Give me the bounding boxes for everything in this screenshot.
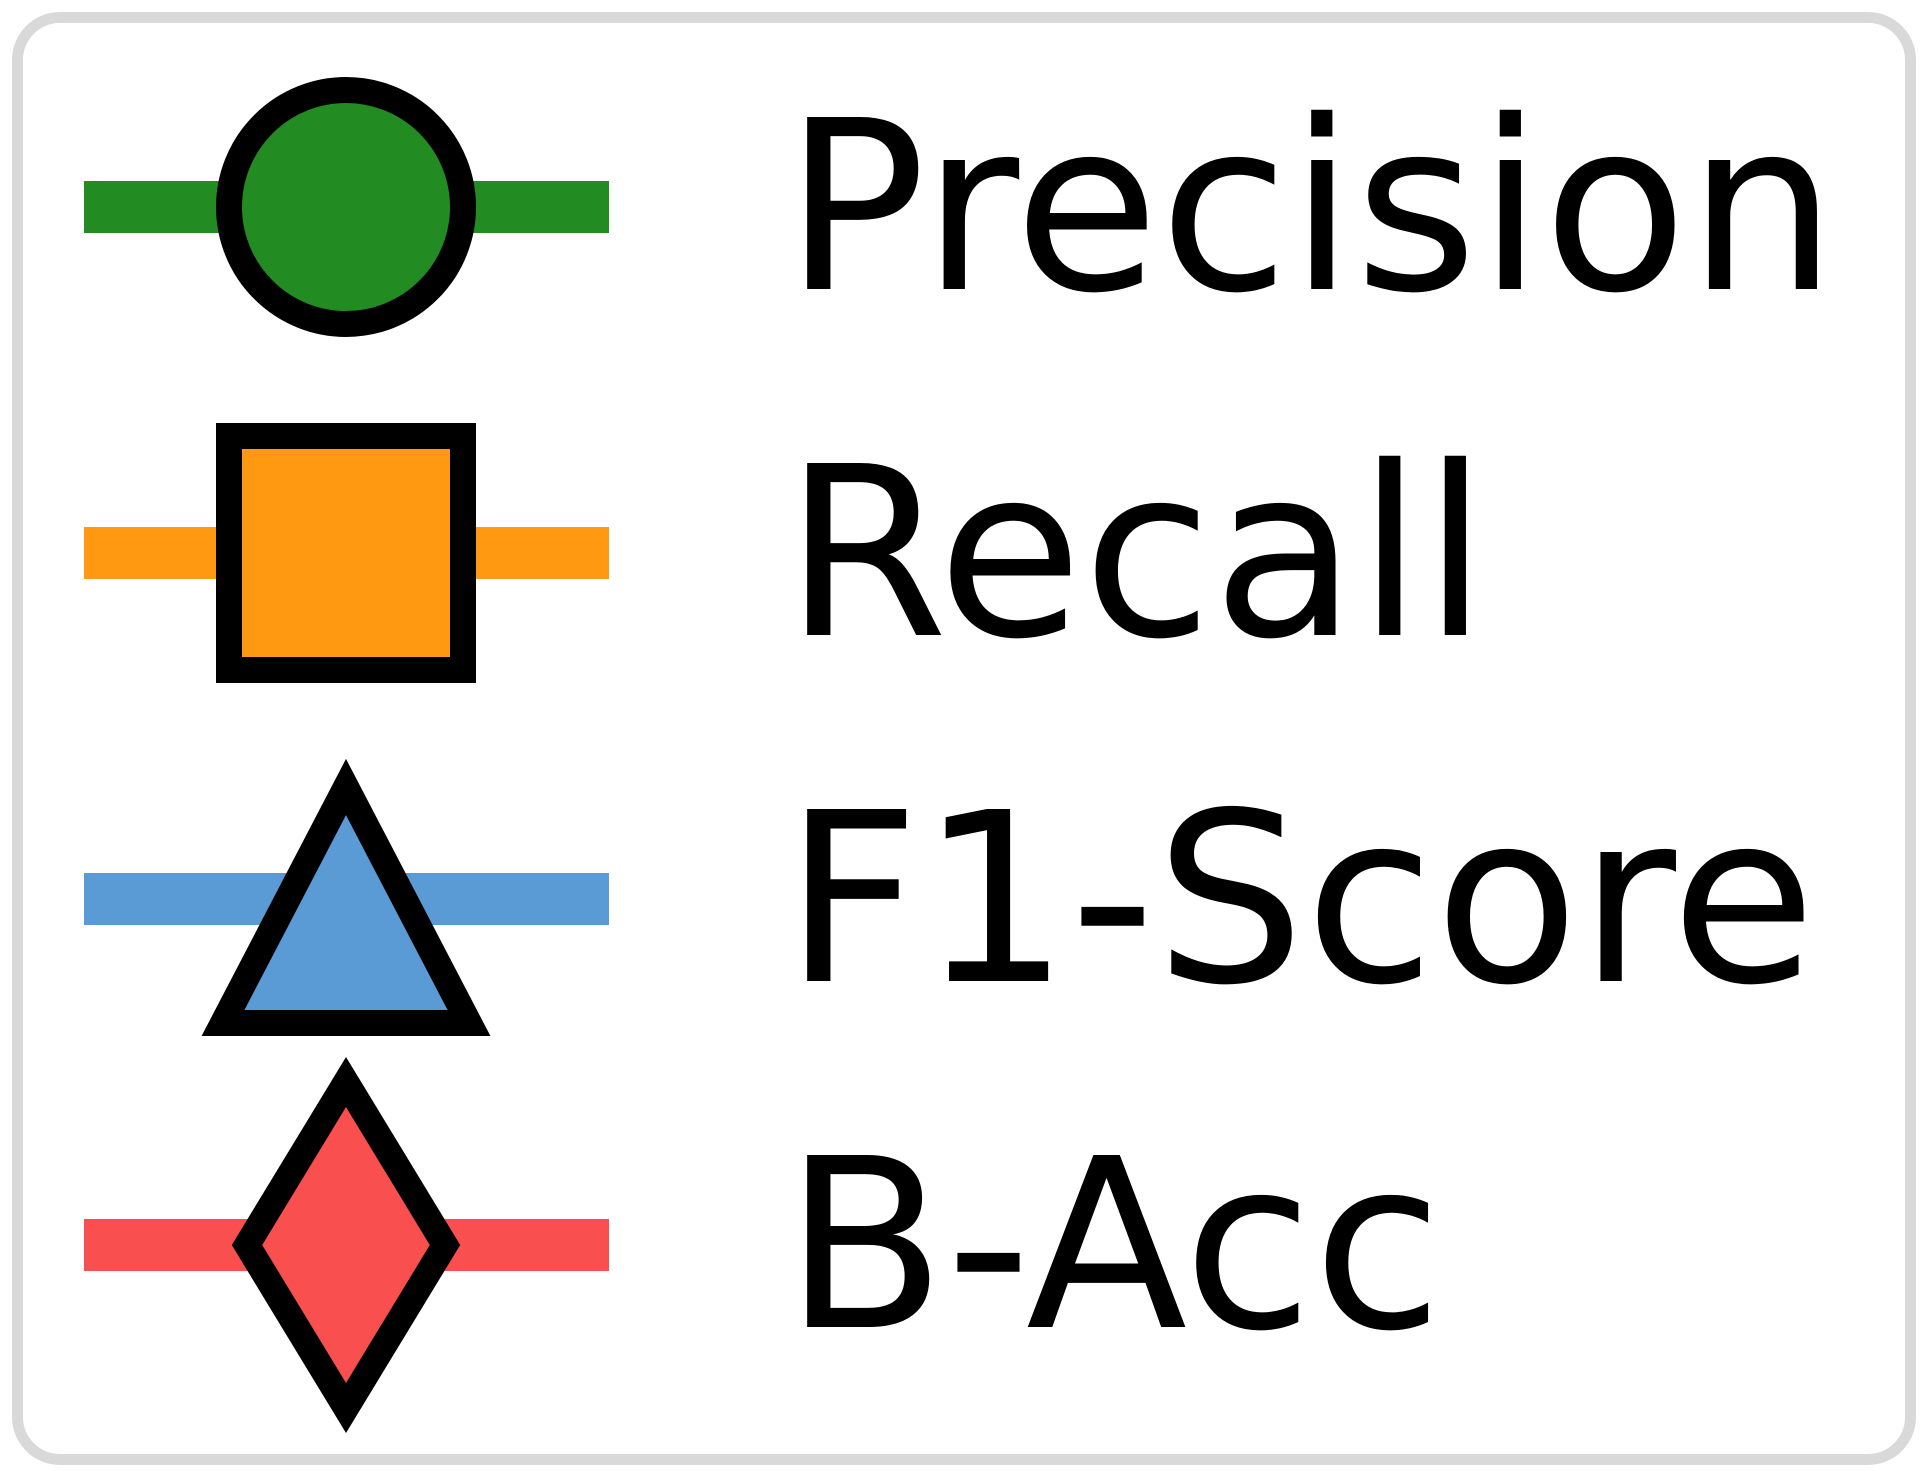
legend-label: Recall xyxy=(784,416,1488,691)
legend-marker-square-icon xyxy=(216,423,476,683)
legend-marker-triangle-icon xyxy=(201,758,491,1036)
legend-entry-f1-score: F1-Score xyxy=(84,758,1816,1037)
legend-entry-precision: Precision xyxy=(84,70,1837,345)
legend-entry-recall: Recall xyxy=(84,416,1488,691)
legend-marker-circle-icon xyxy=(216,77,476,337)
legend-entry-b-acc: B-Acc xyxy=(84,1056,1443,1434)
legend-label: Precision xyxy=(784,70,1837,345)
legend-label: F1-Score xyxy=(784,762,1816,1037)
legend-label: B-Acc xyxy=(784,1108,1443,1383)
legend-marker-diamond-icon xyxy=(231,1056,461,1434)
